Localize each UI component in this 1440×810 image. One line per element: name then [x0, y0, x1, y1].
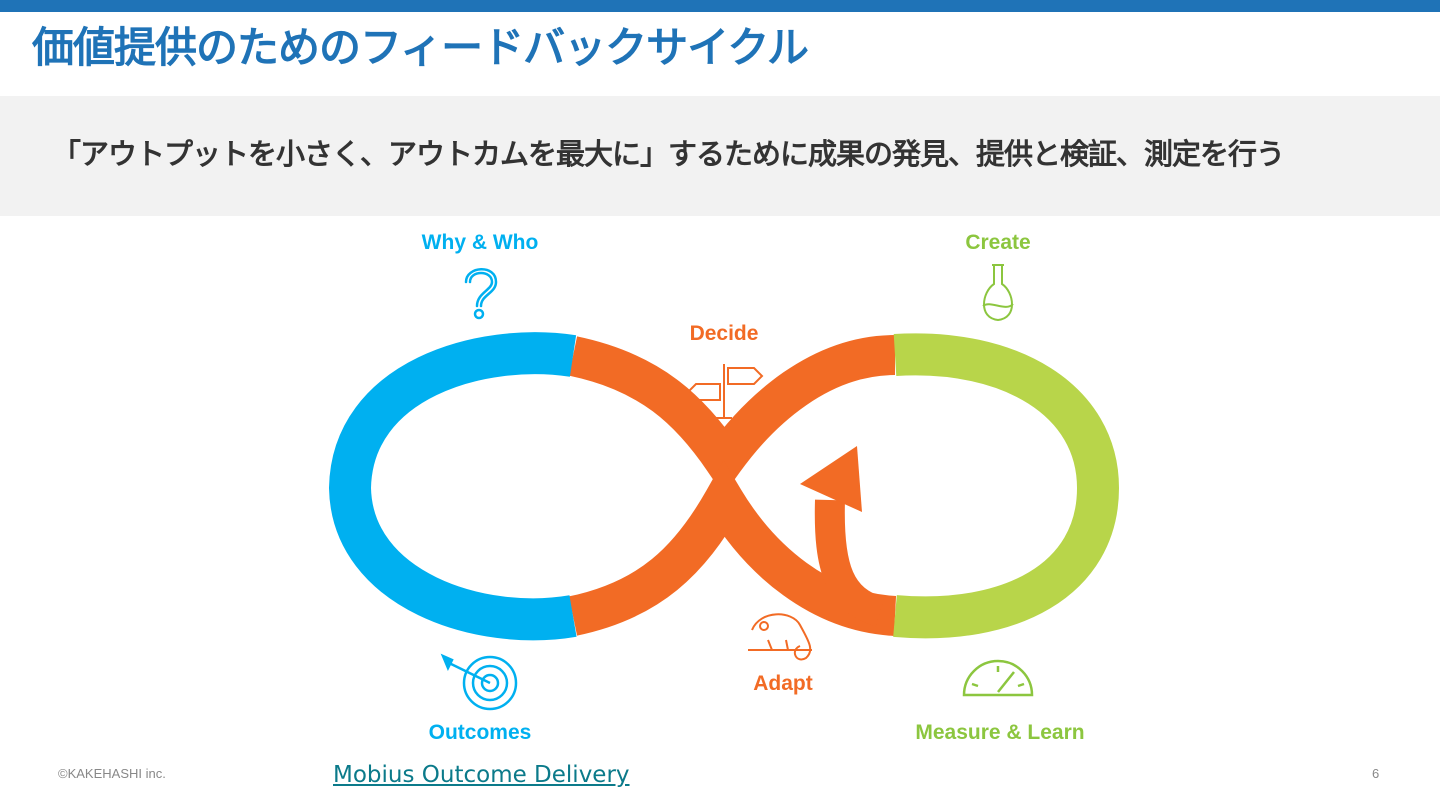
question-mark-icon — [464, 268, 498, 320]
why-who-outcomes-loop — [328, 332, 577, 641]
copyright-text: ©KAKEHASHI inc. — [58, 766, 166, 781]
feedback-cycle-diagram: Why & Who Decide Create Outcomes — [0, 216, 1440, 776]
mobius-outcome-delivery-link[interactable]: Mobius Outcome Delivery — [333, 762, 630, 788]
adapt-arrow-shaft — [814, 499, 885, 627]
adapt-segment — [568, 460, 897, 636]
infinity-loop-svg: Why & Who Decide Create Outcomes — [328, 231, 1120, 744]
stage-label-measure-learn: Measure & Learn — [915, 721, 1084, 744]
adapt-arrow-head — [800, 446, 862, 512]
flask-icon — [982, 264, 1014, 322]
stage-label-adapt: Adapt — [753, 672, 813, 695]
stage-label-decide: Decide — [690, 322, 759, 345]
subtitle-text: 「アウトプットを小さく、アウトカムを最大に」するために成果の発見、提供と検証、測… — [52, 137, 1285, 171]
page-title: 価値提供のためのフィードバックサイクル — [32, 23, 809, 72]
chameleon-icon — [748, 613, 812, 661]
create-measure-loop — [893, 333, 1120, 639]
stage-label-outcomes: Outcomes — [429, 721, 532, 744]
subtitle-band: 「アウトプットを小さく、アウトカムを最大に」するために成果の発見、提供と検証、測… — [0, 96, 1440, 216]
gauge-icon — [962, 659, 1034, 697]
target-icon — [440, 653, 518, 711]
top-accent-bar — [0, 0, 1440, 12]
stage-label-why-who: Why & Who — [422, 231, 539, 254]
page-number: 6 — [1372, 766, 1380, 781]
decide-segment — [568, 335, 896, 495]
signpost-icon — [686, 364, 764, 419]
stage-label-create: Create — [965, 231, 1030, 254]
